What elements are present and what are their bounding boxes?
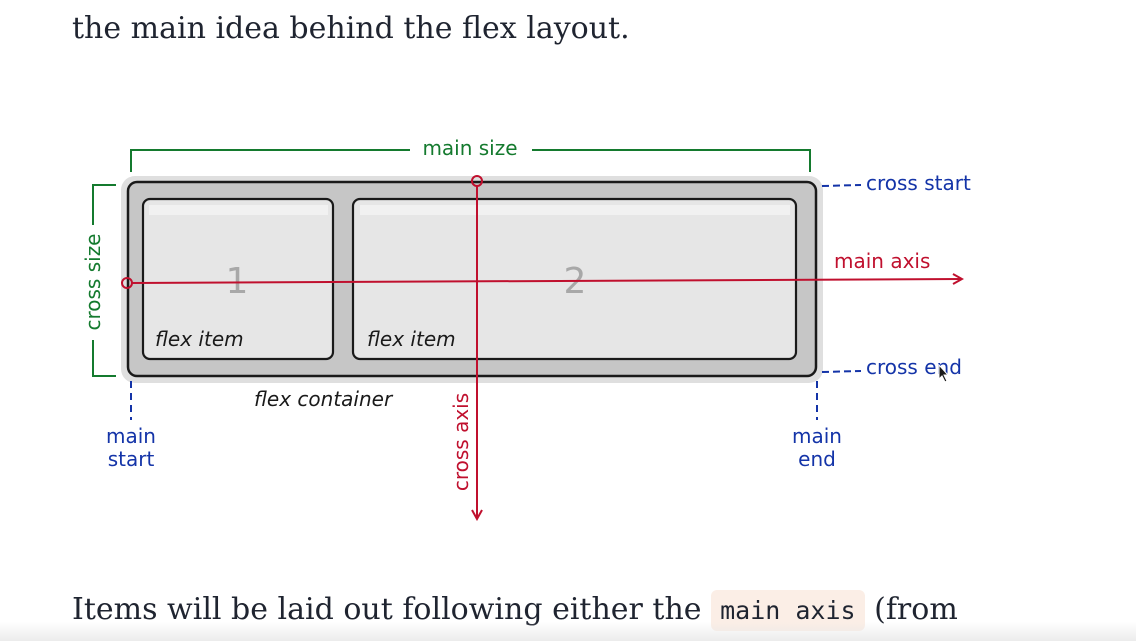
- cross-axis-label: cross axis: [449, 393, 473, 491]
- paragraph-intro: the main idea behind the flex layout.: [72, 6, 630, 52]
- cross-start-line: [821, 184, 862, 187]
- main-start-label-line1: main: [106, 424, 156, 448]
- main-end-label-line1: main: [792, 424, 842, 448]
- cross-size-label: cross size: [81, 234, 105, 331]
- cross-start-label: cross start: [866, 171, 971, 195]
- mouse-cursor-icon: [938, 363, 950, 383]
- bottom-scroll-fade: [0, 622, 1136, 641]
- cross-size-bracket: [92, 184, 116, 377]
- paragraph-intro-text: the main idea behind the flex layout.: [72, 11, 630, 46]
- main-axis-label: main axis: [834, 249, 930, 273]
- paragraph-next-text-end: (from: [864, 592, 958, 627]
- cross-end-line: [821, 370, 862, 373]
- paragraph-next-text-start: Items will be laid out following either …: [72, 592, 712, 627]
- flex-item-1-caption: flex item: [155, 327, 244, 351]
- cross-axis-arrow: [471, 175, 483, 519]
- main-size-label: main size: [422, 136, 517, 160]
- main-axis-arrow: [121, 278, 962, 289]
- flex-container-label: flex container: [254, 387, 394, 411]
- flex-item-1: [141, 197, 335, 361]
- main-size-bracket: [130, 149, 811, 172]
- main-start-label-line2: start: [108, 447, 155, 471]
- main-end-label-line2: end: [798, 447, 836, 471]
- flex-item-2-caption: flex item: [367, 327, 456, 351]
